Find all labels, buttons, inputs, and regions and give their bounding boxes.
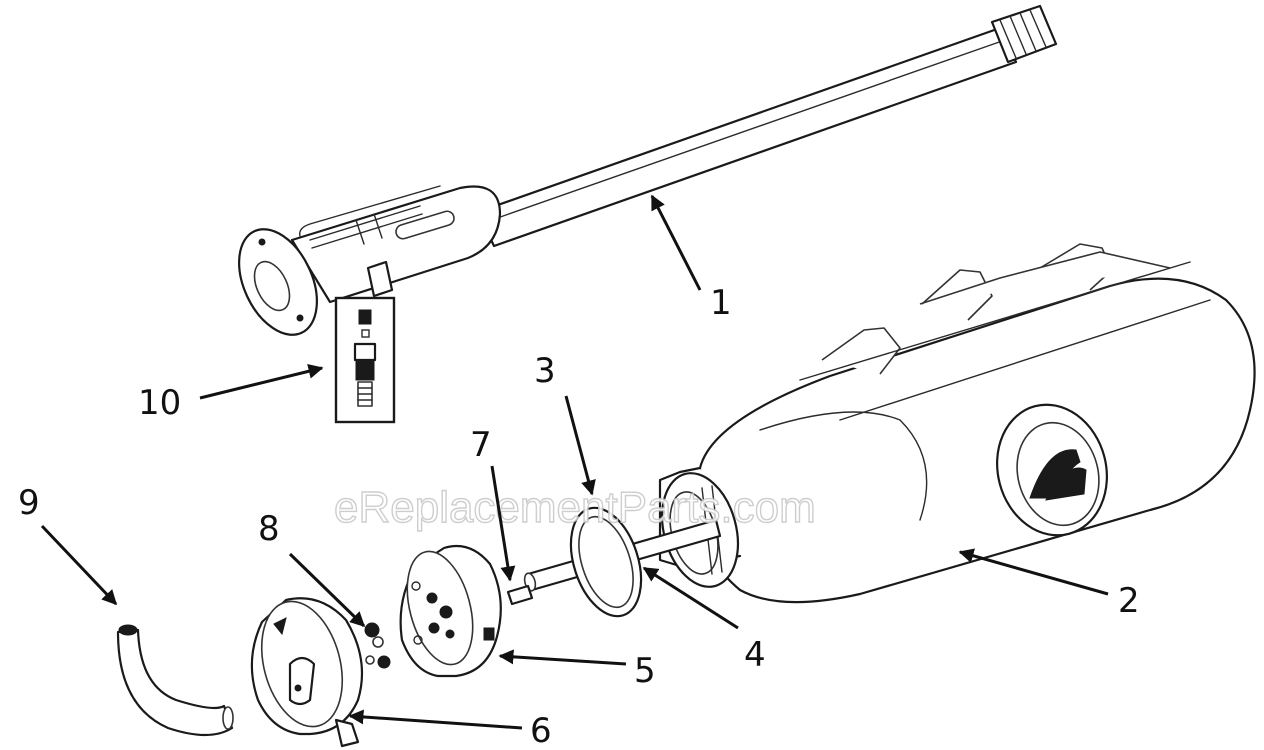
callout-6: 6: [530, 711, 552, 750]
leader-arrow-10: [199, 363, 324, 400]
part-9-elbow-hose: [116, 624, 234, 737]
leader-arrow-2: [958, 548, 1109, 596]
part-1-extension-wand: [238, 4, 1058, 336]
callout-3: 3: [534, 351, 556, 391]
callout-4: 4: [744, 635, 766, 675]
leader-arrow-3: [564, 395, 596, 496]
callout-1: 1: [710, 283, 732, 323]
callout-5: 5: [634, 651, 656, 691]
callout-9: 9: [18, 483, 40, 523]
part-5-impeller-housing: [399, 544, 502, 678]
part-10-valve-detail-box: [334, 296, 396, 424]
leader-arrow-9: [40, 524, 118, 606]
leader-arrow-8: [288, 552, 366, 628]
leader-arrows: [40, 194, 1109, 730]
leader-arrow-5: [498, 649, 627, 666]
callout-labels: 1 2 3 4 5 6 7 8 9 10: [18, 283, 1140, 750]
callout-8: 8: [258, 509, 280, 549]
callout-10: 10: [138, 383, 181, 423]
watermark-text: eReplacementParts.com: [334, 483, 816, 532]
part-8-fasteners: [364, 622, 391, 669]
part-6-end-cap: [250, 597, 364, 748]
part-3-gasket-ring: [569, 506, 643, 618]
callout-7: 7: [470, 425, 492, 465]
leader-arrow-6: [348, 709, 523, 730]
callout-2: 2: [1118, 581, 1140, 621]
leader-arrow-7: [490, 465, 516, 582]
leader-arrow-1: [650, 194, 702, 291]
part-2-tank-body: [658, 243, 1256, 604]
part-7-pin: [506, 584, 534, 606]
leader-arrow-4: [642, 566, 739, 630]
